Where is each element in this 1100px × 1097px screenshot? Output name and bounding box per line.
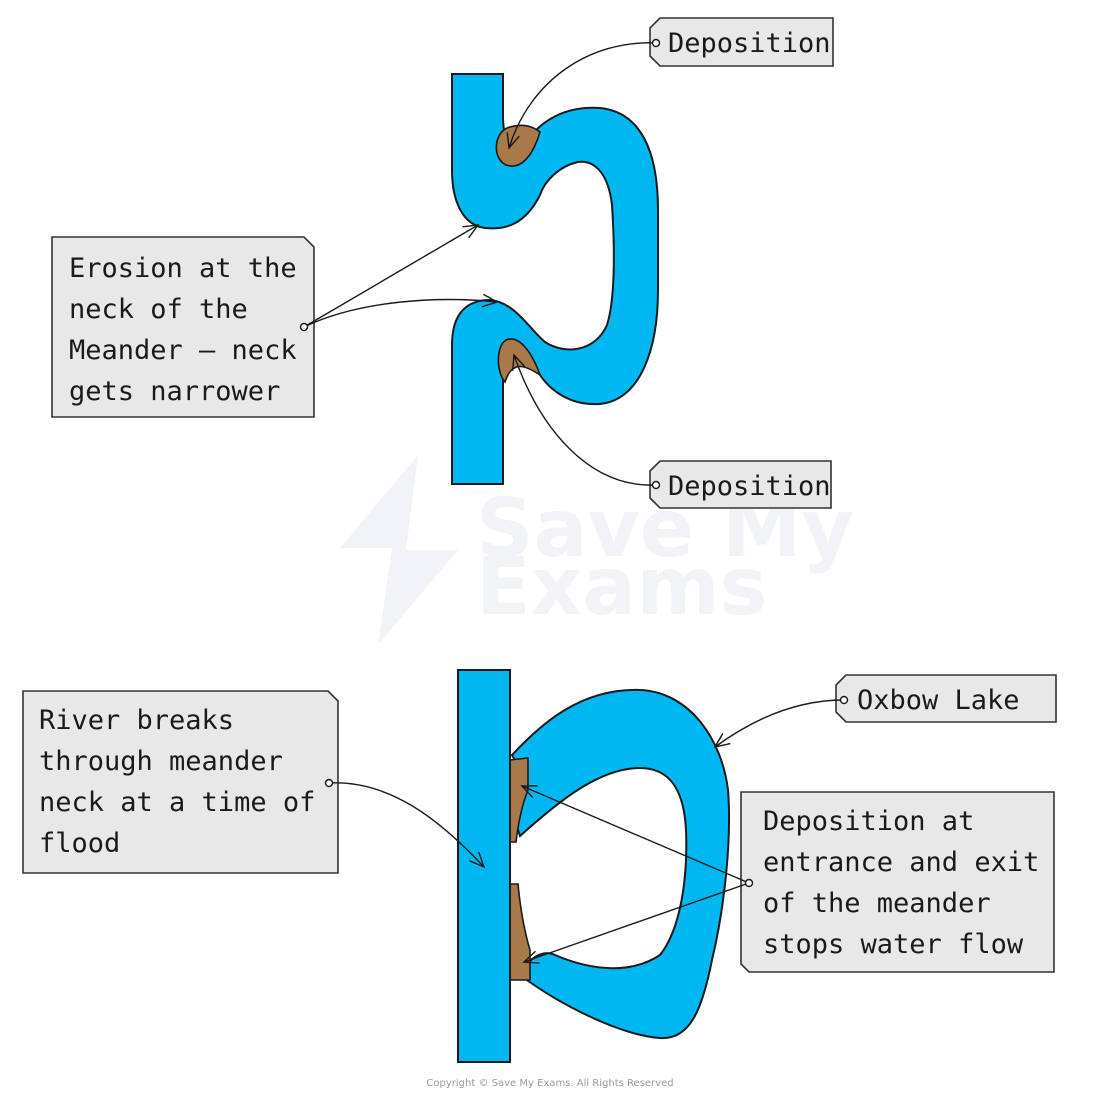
leader-arrow-upper: [303, 224, 480, 328]
breakthrough-line-4: flood: [39, 828, 120, 859]
label-deposition-top-text: Deposition: [668, 28, 831, 59]
breakthrough-line-1: River breaks: [39, 705, 234, 736]
label-box: [835, 674, 1057, 723]
leader-anchor: [839, 695, 849, 705]
stage2-oxbow: [457, 669, 731, 1063]
leader-arrow-upper: [520, 785, 750, 884]
deposition-entrance-line-2: entrance and exit: [763, 847, 1039, 878]
label-box: [51, 236, 315, 418]
meander-river-channel: [451, 73, 659, 485]
deposit-oxbow-exit: [509, 883, 531, 981]
deposition-entrance-line-3: of the meander: [763, 888, 991, 919]
leader-anchor: [651, 38, 661, 48]
label-box: [22, 690, 339, 874]
erosion-line-3: Meander — neck: [69, 335, 297, 366]
watermark-line-2: Exams: [476, 540, 767, 633]
label-box: [740, 791, 1055, 973]
label-deposition-entrance-exit: Deposition at entrance and exit of the m…: [520, 785, 1055, 973]
erosion-line-1: Erosion at the: [69, 253, 297, 284]
breakthrough-line-2: through meander: [39, 746, 283, 777]
leader-anchor: [744, 878, 754, 888]
leader-arrow-lower: [303, 293, 499, 328]
erosion-line-4: gets narrower: [69, 376, 280, 407]
label-river-breaks-through: River breaks through meander neck at a t…: [22, 690, 486, 874]
breakthrough-line-3: neck at a time of: [39, 787, 315, 818]
label-deposition-bottom-text: Deposition: [668, 471, 831, 502]
leader-arrow: [506, 42, 657, 150]
leader-arrow: [713, 699, 845, 749]
label-oxbow-lake: Oxbow Lake: [713, 674, 1057, 749]
label-box: [649, 460, 832, 509]
erosion-line-2: neck of the: [69, 294, 248, 325]
leader-anchor: [651, 480, 661, 490]
label-deposition-bottom: Deposition: [512, 353, 832, 509]
deposition-entrance-line-1: Deposition at: [763, 806, 974, 837]
stage1-meander: [451, 73, 659, 485]
leader-anchor: [299, 322, 309, 332]
leader-anchor: [324, 778, 334, 788]
leader-arrow: [328, 782, 486, 869]
deposition-entrance-line-4: stops water flow: [763, 929, 1024, 960]
label-deposition-top: Deposition: [506, 17, 834, 150]
label-box: [649, 17, 834, 67]
leader-arrow-lower: [522, 882, 750, 964]
copyright-notice: Copyright © Save My Exams. All Rights Re…: [426, 1078, 673, 1089]
leader-arrow: [512, 353, 657, 486]
watermark-bolt-icon: [340, 455, 458, 645]
oxbow-lake: [510, 688, 731, 1040]
label-erosion-neck: Erosion at the neck of the Meander — nec…: [51, 224, 499, 418]
label-oxbow-lake-text: Oxbow Lake: [857, 685, 1020, 716]
